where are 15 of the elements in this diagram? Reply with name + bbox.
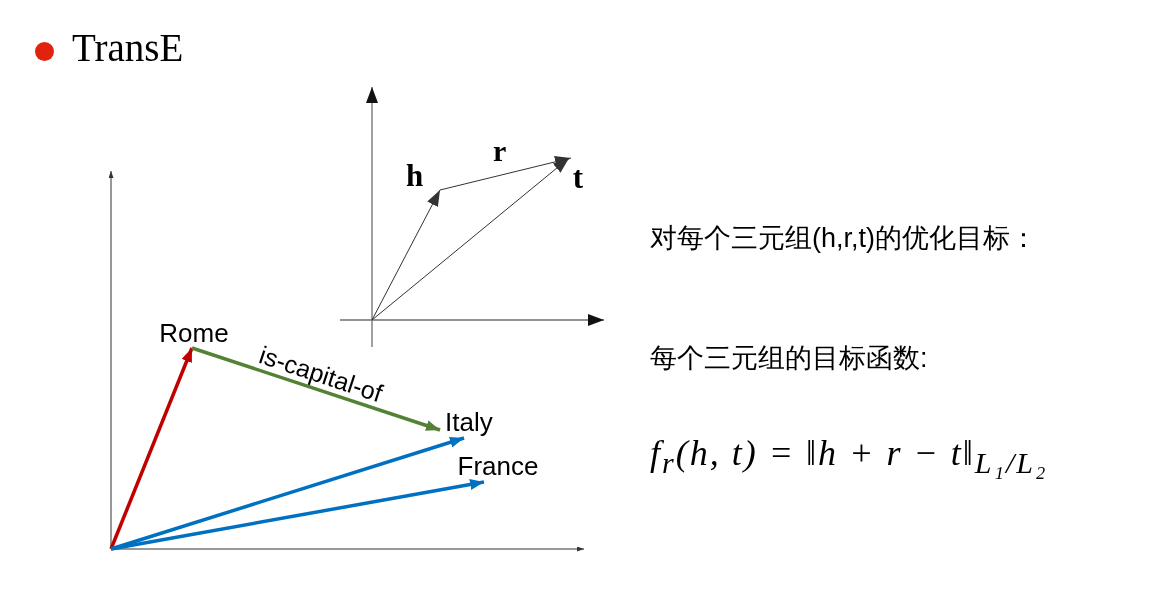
vector-arrow: [439, 155, 572, 191]
vector-arrow: [371, 157, 570, 321]
title: TransE: [72, 28, 184, 67]
vector-arrow: [110, 479, 485, 551]
vector-arrow: [109, 347, 194, 550]
vector-arrow: [191, 346, 441, 432]
entity-label: France: [450, 450, 546, 482]
description-text: 对每个三元组(h,r,t)的优化目标：: [650, 222, 1037, 255]
entity-label: Italy: [440, 406, 502, 438]
description-text: 每个三元组的目标函数:: [650, 342, 928, 375]
formula: f$_{r}$(h, t) = ‖h + r − t‖$_{L₁/L₂}$: [650, 432, 1048, 482]
vector-label: t: [562, 158, 594, 196]
entity-label: Rome: [152, 318, 236, 348]
vector-arrow: [371, 189, 441, 321]
vector-label: h: [400, 160, 444, 190]
